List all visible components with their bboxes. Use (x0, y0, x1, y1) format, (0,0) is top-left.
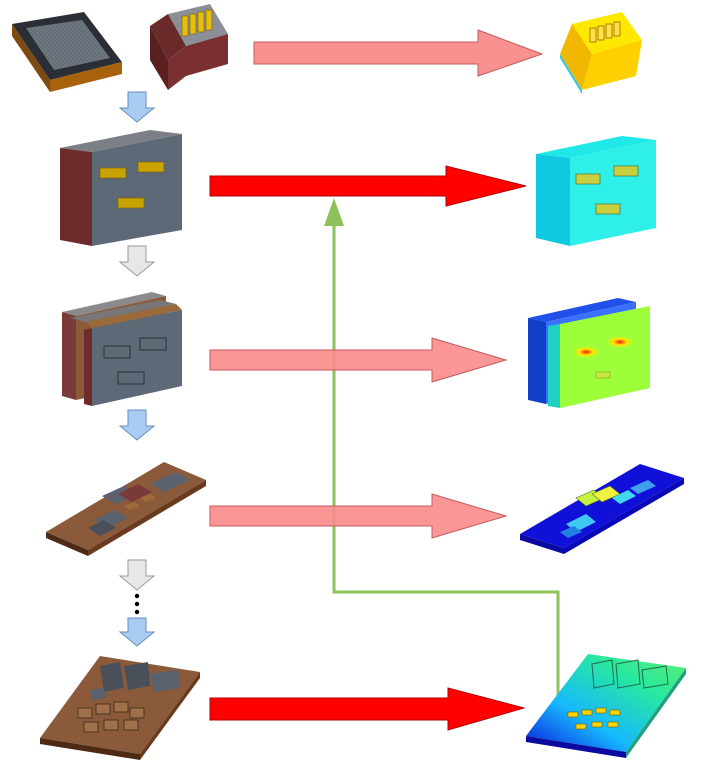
down-arrow-1 (118, 91, 156, 123)
down-arrow-5 (118, 617, 156, 647)
stacked-package-model (62, 292, 182, 406)
down-arrow-3 (118, 409, 156, 441)
package-thermal-result-yellow (560, 12, 642, 94)
bare-die-model (12, 12, 122, 92)
package-thermal-result-cyan (536, 136, 656, 246)
stacked-thermal-result-hotspots (528, 298, 650, 408)
right-arrow-1 (253, 29, 544, 77)
right-arrow-5 (209, 687, 526, 731)
pcb-thermal-result-gradient (526, 654, 686, 758)
down-arrow-4 (118, 559, 156, 591)
right-arrow-3 (209, 337, 508, 383)
component-board-model (46, 462, 206, 556)
board-thermal-result-blue (520, 464, 684, 554)
package-with-pads-model (60, 130, 182, 246)
vertical-dots-icon (134, 593, 140, 615)
feedback-arrow (324, 198, 560, 700)
right-arrow-2 (209, 165, 527, 207)
full-pcb-model (40, 656, 200, 760)
package-cube-model (150, 4, 228, 90)
down-arrow-2 (118, 245, 156, 277)
right-arrow-4 (209, 493, 508, 539)
